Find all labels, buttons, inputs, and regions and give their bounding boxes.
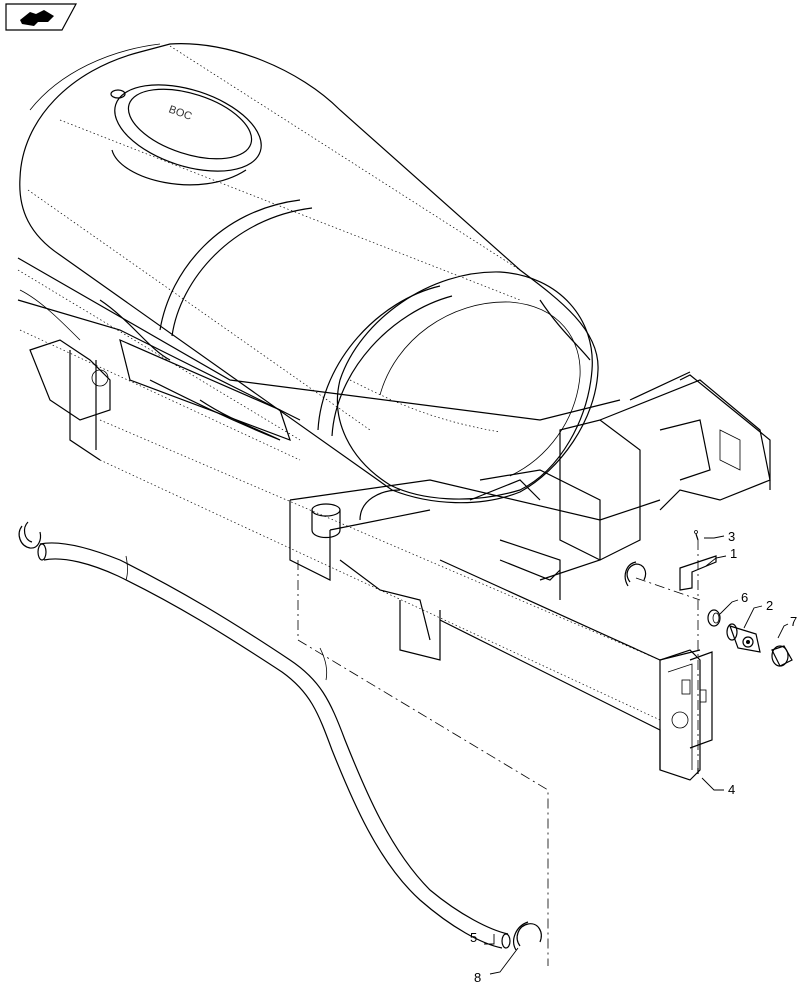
callout-5: 5 <box>470 930 495 945</box>
hose <box>37 542 511 949</box>
part-3-pin <box>694 530 699 541</box>
clamp-left <box>18 521 42 549</box>
callout-7: 7 <box>777 614 797 639</box>
frame <box>17 257 771 781</box>
callout-8: 8 <box>474 947 519 985</box>
callout-label: 8 <box>474 970 481 985</box>
part-1-bracket <box>679 555 717 591</box>
svg-text:BOC: BOC <box>167 104 194 123</box>
callout-label: 6 <box>741 590 748 605</box>
callout-4: 4 <box>701 777 735 797</box>
callout-1: 1 <box>705 546 737 567</box>
part-2-swivel <box>726 623 761 653</box>
callout-3: 3 <box>704 529 735 544</box>
clamp-bottom <box>513 921 542 951</box>
callout-label: 2 <box>766 598 773 613</box>
callout-2: 2 <box>743 598 773 629</box>
callout-label: 4 <box>728 782 735 797</box>
callout-label: 5 <box>470 930 477 945</box>
nav-arrow-icon[interactable] <box>5 3 78 31</box>
callout-label: 7 <box>790 614 797 629</box>
tank: BOC <box>19 43 599 504</box>
callout-label: 1 <box>730 546 737 561</box>
part-6-washer <box>707 609 721 627</box>
assembly-lines <box>297 540 701 966</box>
callout-label: 3 <box>728 529 735 544</box>
part-7-cap <box>771 645 793 667</box>
clamp-frame <box>624 561 647 587</box>
callout-6: 6 <box>719 590 748 615</box>
